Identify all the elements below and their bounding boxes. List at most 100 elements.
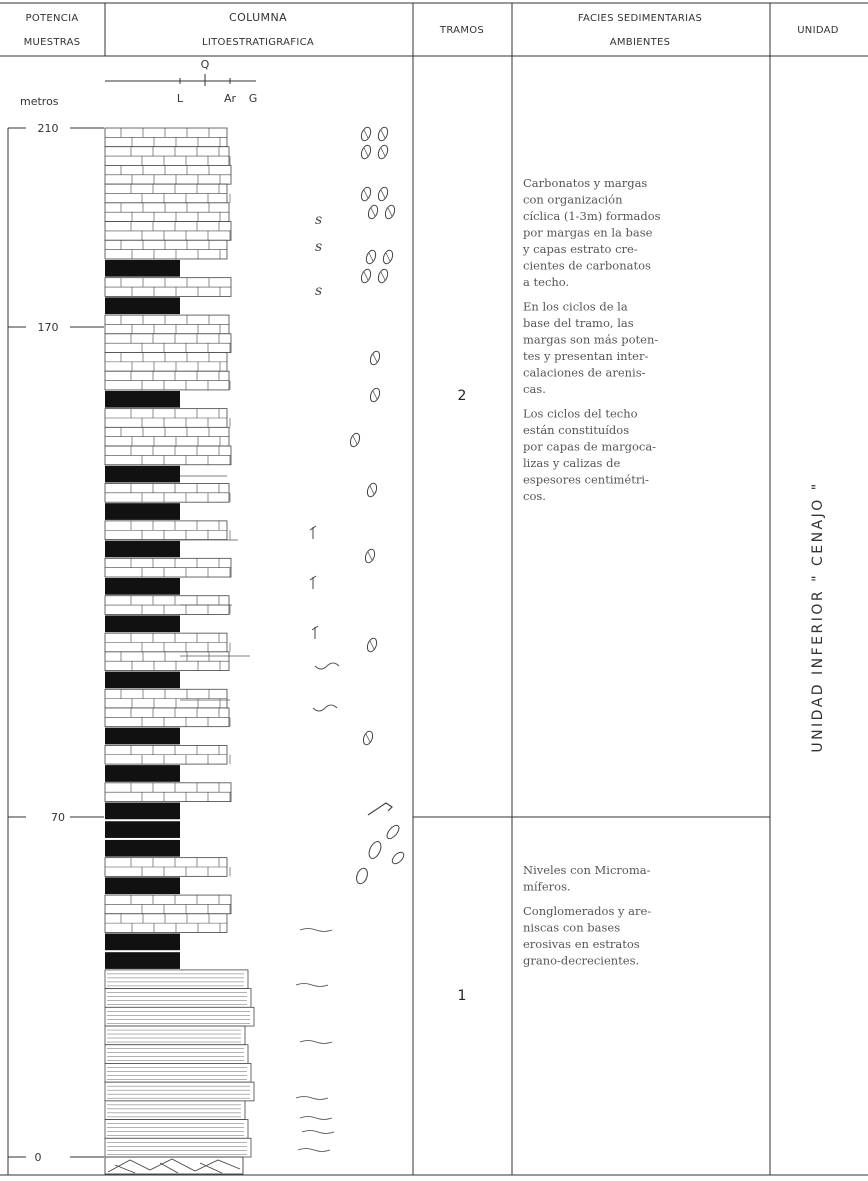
tick-0: 0 xyxy=(35,1151,42,1164)
marl-bed xyxy=(105,840,180,857)
limestone-bed xyxy=(105,240,227,259)
burrow-icon xyxy=(315,663,339,669)
header-tramos: TRAMOS xyxy=(439,25,484,36)
limestone-bed xyxy=(105,708,230,727)
marl-bed xyxy=(105,933,180,950)
header-potencia: POTENCIA xyxy=(26,13,79,24)
ostracod-fossil-icon xyxy=(349,432,362,448)
structure-s-marks: s s s xyxy=(315,212,322,299)
marl-bed xyxy=(105,578,180,595)
limestone-bed xyxy=(105,184,230,203)
header-columna: COLUMNA xyxy=(229,11,287,24)
tick-170: 170 xyxy=(38,321,59,334)
limestone-bed xyxy=(105,895,231,914)
ostracod-fossil-icon xyxy=(360,144,373,160)
sand-bed xyxy=(105,1045,248,1064)
marl-bed xyxy=(105,952,180,969)
ripple-mark xyxy=(300,1041,332,1044)
limestone-bed xyxy=(105,165,231,184)
ripple-mark xyxy=(300,929,332,932)
grain-label-g: G xyxy=(249,92,258,105)
sand-bed xyxy=(105,1007,254,1026)
sand-bed xyxy=(105,1026,245,1045)
depth-axis: metros 210 170 70 0 xyxy=(8,95,104,1175)
limestone-bed xyxy=(105,222,231,241)
facies-line: Carbonatos y margas xyxy=(523,176,647,190)
tramo-2-label: 2 xyxy=(458,388,467,404)
sand-bed xyxy=(105,1082,254,1101)
limestone-bed xyxy=(105,147,230,166)
header-muestras: MUESTRAS xyxy=(24,37,81,48)
ostracod-fossil-icon xyxy=(362,730,375,746)
facies-line: espesores centimétri- xyxy=(523,473,649,487)
ostracod-fossil-icon xyxy=(382,249,395,265)
marl-bed xyxy=(105,503,180,520)
facies-line: niscas con bases xyxy=(523,921,620,935)
unit-label: UNIDAD INFERIOR " CENAJO " xyxy=(810,481,826,752)
ostracod-fossil-icon xyxy=(377,144,390,160)
grain-scale-q: Q xyxy=(201,58,210,71)
facies-line: míferos. xyxy=(523,880,571,894)
facies-line: con organización xyxy=(523,193,623,207)
ostracod-fossil-icon xyxy=(369,350,382,366)
limestone-bed xyxy=(105,521,230,540)
ostracod-fossil-icon xyxy=(364,548,377,564)
facies-line: están constituídos xyxy=(523,423,629,437)
ostracod-fossil-icon xyxy=(377,268,390,284)
table-header: POTENCIA MUESTRAS COLUMNA LITOESTRATIGRA… xyxy=(24,11,839,48)
facies-line: Conglomerados y are- xyxy=(523,904,651,918)
gastropod-fossil-icon xyxy=(312,626,318,639)
grain-label-ar: Ar xyxy=(224,92,237,105)
facies-line: cas. xyxy=(523,382,546,396)
ostracod-fossil-icon xyxy=(384,204,397,220)
limestone-bed xyxy=(105,203,229,222)
ripple-mark xyxy=(302,1131,334,1134)
limestone-bed xyxy=(105,353,227,372)
marl-bed xyxy=(105,877,180,894)
grain-size-scale: Q L Ar G xyxy=(105,58,257,105)
ostracod-fossil-icon xyxy=(365,249,378,265)
limestone-bed xyxy=(105,914,227,933)
ostracod-fossil-icon xyxy=(377,126,390,142)
s-mark: s xyxy=(315,283,322,299)
limestone-bed xyxy=(105,783,231,802)
limestone-bed xyxy=(105,128,227,147)
tramo-1-label: 1 xyxy=(458,988,467,1004)
facies-line: tes y presentan inter- xyxy=(523,349,648,363)
facies-line: por capas de margoca- xyxy=(523,440,656,454)
facies-line: calaciones de arenis- xyxy=(523,366,646,380)
sand-bed xyxy=(105,1138,251,1157)
gastropod-fossil-icon xyxy=(310,576,316,589)
limestone-bed xyxy=(105,315,229,334)
ostracod-fossil-icon xyxy=(366,637,379,653)
ripple-mark xyxy=(300,1117,332,1120)
ostracod-fossil-icon xyxy=(360,126,373,142)
ostracod-fossil-icon xyxy=(360,186,373,202)
grain-label-l: L xyxy=(177,92,184,105)
sand-bed xyxy=(105,1101,245,1120)
header-litoestratigrafica: LITOESTRATIGRAFICA xyxy=(202,37,314,48)
fossil-symbols xyxy=(310,126,406,885)
ripple-mark xyxy=(298,1149,330,1152)
facies-line: En los ciclos de la xyxy=(523,300,628,314)
facies-line: a techo. xyxy=(523,275,569,289)
s-mark: s xyxy=(315,212,322,228)
marl-bed xyxy=(105,821,180,838)
facies-tramo-1: Niveles con Microma-míferos.Conglomerado… xyxy=(523,863,651,968)
ripple-mark xyxy=(296,1097,328,1100)
limestone-bed xyxy=(105,652,229,671)
ostracod-fossil-icon xyxy=(366,482,379,498)
axis-unit-metros: metros xyxy=(20,95,59,108)
limestone-bed xyxy=(105,858,230,877)
tick-70: 70 xyxy=(51,811,65,824)
facies-line: margas son más poten- xyxy=(523,333,658,347)
ostracod-fossil-icon xyxy=(367,204,380,220)
limestone-bed xyxy=(105,409,230,428)
facies-line: cos. xyxy=(523,489,546,503)
facies-line: cientes de carbonatos xyxy=(523,259,651,273)
sand-bed xyxy=(105,1063,251,1082)
facies-line: grano-decrecientes. xyxy=(523,954,639,968)
marl-bed xyxy=(105,466,180,483)
